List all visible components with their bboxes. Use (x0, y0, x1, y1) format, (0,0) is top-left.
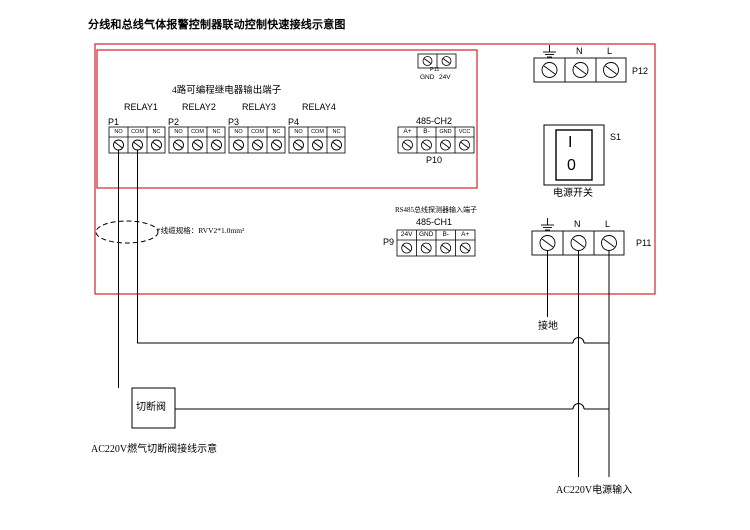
p9-pin-24v: 24V (400, 231, 413, 238)
p3-pin-nc: NC (272, 128, 281, 135)
p9-pin-b: B- (442, 231, 449, 238)
relay1-label: RELAY1 (124, 102, 158, 112)
switch-caption: 电源开关 (553, 188, 593, 199)
p1-label: P1 (108, 117, 120, 127)
p2-pin-com: COM (191, 128, 204, 135)
relay-section-heading: 4路可编程继电器输出端子 (172, 86, 282, 96)
relay-section-frame (96, 49, 478, 189)
controller-board-frame (94, 43, 656, 295)
p9-pin-gnd: GND (418, 231, 434, 238)
p2-pin-no: NO (174, 128, 183, 135)
p9-channel-name: 485-CH1 (416, 217, 453, 227)
valve-label: 切断阀 (136, 402, 166, 413)
p10-pin-vcc: VCC (458, 129, 471, 135)
p1-pin-no: NO (114, 128, 123, 135)
p11-pin-l: L (605, 219, 611, 229)
p12-label: P12 (632, 66, 649, 76)
ground-label: 接地 (538, 321, 558, 332)
p11-small-label: P11 (430, 67, 440, 73)
relay4-label: RELAY4 (302, 102, 336, 112)
p10-terminal (397, 126, 475, 154)
p4-label: P4 (288, 117, 300, 127)
p10-pin-a: A+ (403, 128, 412, 135)
wires (118, 150, 610, 477)
p4-pin-no: NO (294, 128, 303, 135)
switch-on-mark: I (568, 134, 573, 151)
p2-label: P2 (168, 117, 180, 127)
relay2-label: RELAY2 (182, 102, 216, 112)
p11-ground-symbol (541, 218, 554, 231)
power-input-note: AC220V电源输入 (556, 485, 633, 496)
p12-pin-l: L (607, 46, 613, 56)
p4-pin-nc: NC (332, 128, 341, 135)
cable-spec-note: *线缆规格：RVV2*1.0mm² (157, 226, 245, 235)
p12-ground-symbol (543, 45, 556, 58)
p9-label: P9 (383, 237, 395, 247)
shutoff-valve-box (131, 387, 176, 429)
p12-terminal (533, 57, 627, 83)
switch-label: S1 (610, 132, 622, 142)
p10-pin-b: B- (423, 128, 430, 135)
p11-terminal (531, 230, 625, 256)
p10-pin-gnd: GND (439, 129, 452, 135)
power-switch (543, 124, 605, 186)
cable-spec-callout (95, 220, 159, 244)
p3-pin-com: COM (251, 128, 264, 135)
p10-channel-name: 485-CH2 (416, 116, 453, 126)
p9-terminal (396, 229, 476, 257)
p9-heading: RS485总线探测器输入端子 (395, 206, 478, 214)
p2-pin-nc: NC (212, 128, 221, 135)
p4-pin-com: COM (311, 128, 324, 135)
p11-label: P11 (636, 238, 652, 248)
p12-pin-n: N (576, 46, 583, 56)
p11-small-terminal (417, 53, 457, 69)
relay3-label: RELAY3 (242, 102, 276, 112)
p11-pin-n: N (574, 219, 581, 229)
page-title: 分线和总线气体报警控制器联动控制快速接线示意图 (88, 19, 346, 31)
p11-small-pin-24v: 24V (439, 74, 451, 81)
p10-label: P10 (426, 155, 443, 165)
p3-label: P3 (228, 117, 240, 127)
p11-small-pin-gnd: GND (420, 74, 435, 81)
switch-off-mark: 0 (567, 157, 576, 174)
p1-pin-com: COM (131, 128, 144, 135)
p1-pin-nc: NC (152, 128, 161, 135)
valve-note: AC220V燃气切断阀接线示意 (91, 444, 218, 455)
p9-pin-a: A+ (461, 231, 470, 238)
p3-pin-no: NO (234, 128, 243, 135)
